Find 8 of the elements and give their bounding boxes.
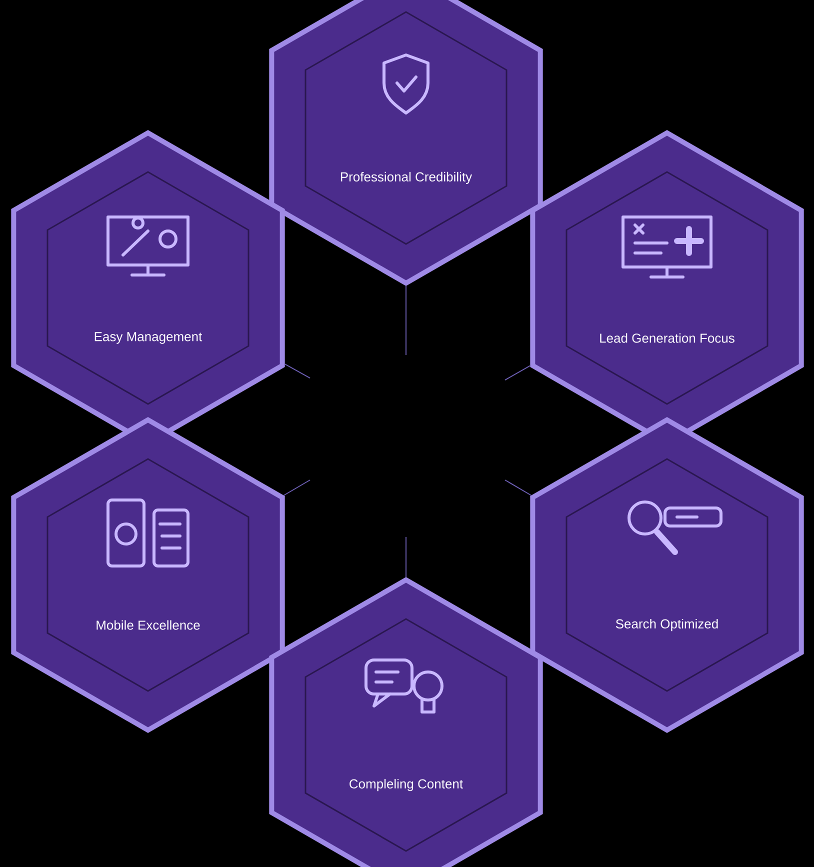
connector-line (504, 365, 531, 380)
hexagon-card: Professional Credibility (269, 0, 543, 286)
hexagon-card: Search Optimized (530, 417, 804, 734)
connector-line (283, 480, 310, 496)
hexagon-card: Compleling Content (269, 577, 543, 867)
hexagon-card: Mobile Excellence (11, 417, 285, 734)
connector-line (284, 364, 310, 378)
connector-line (504, 480, 532, 496)
